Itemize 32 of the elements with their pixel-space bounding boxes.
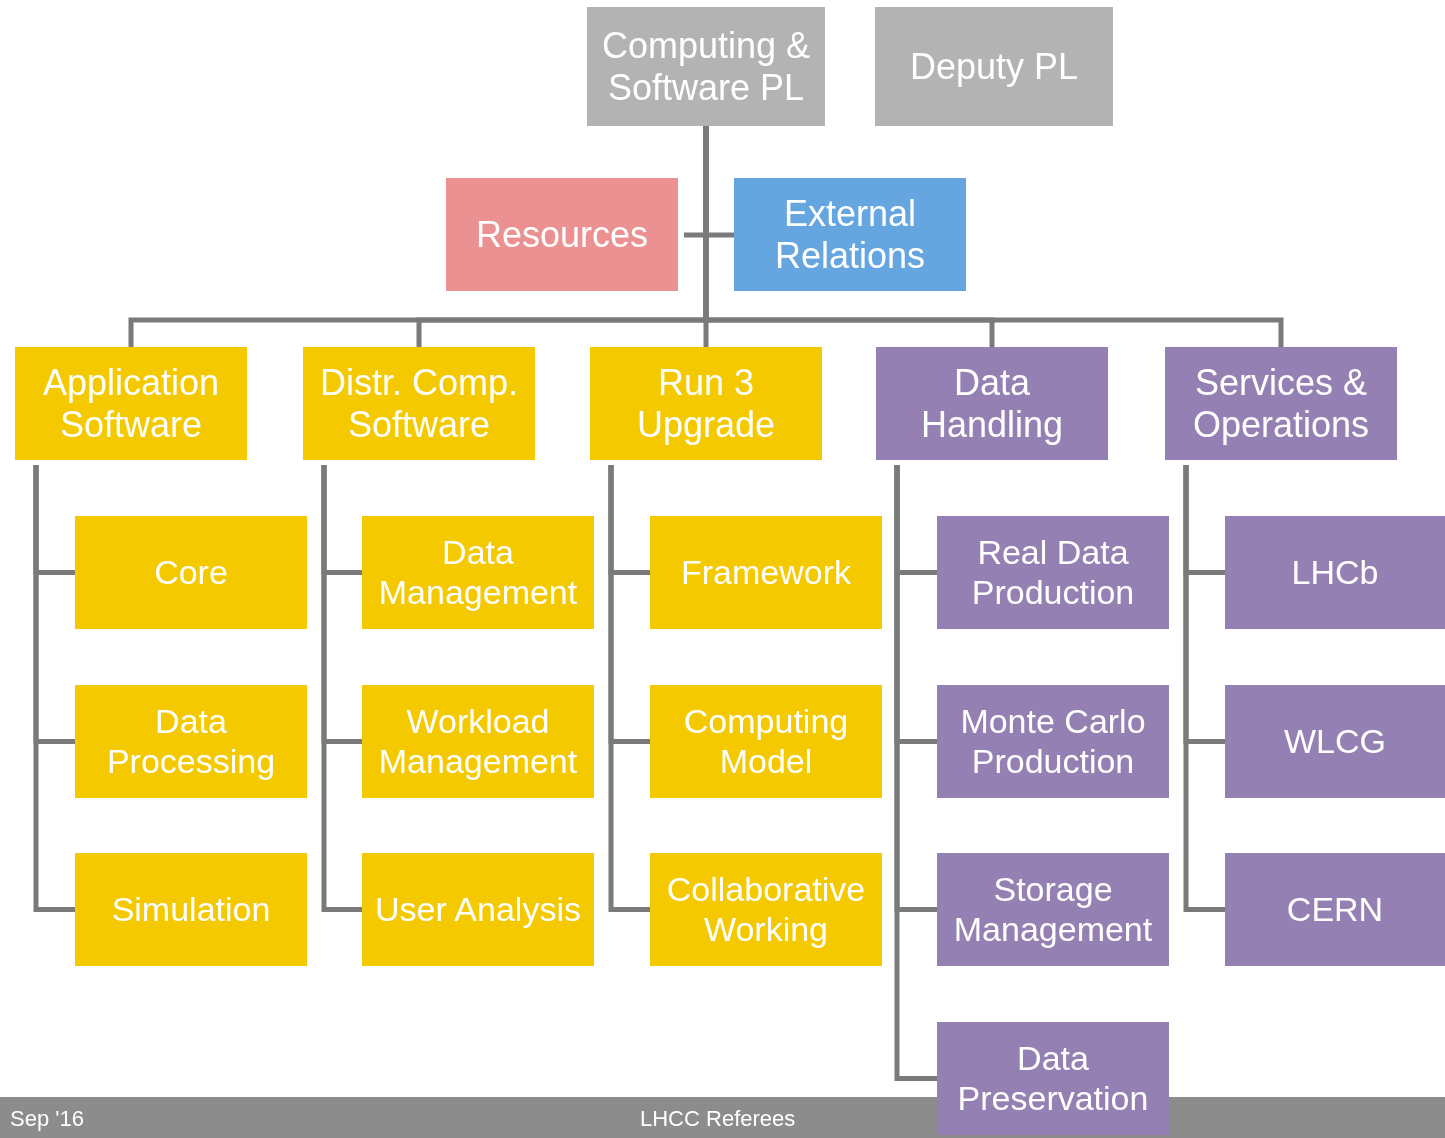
org-unit-box: Application Software	[15, 347, 247, 460]
org-unit-box: User Analysis	[362, 853, 594, 966]
connector-line	[1183, 465, 1225, 912]
org-unit-box: Collaborative Working	[650, 853, 882, 966]
org-unit-box: Resources	[446, 178, 678, 291]
org-unit-box: Computing Model	[650, 685, 882, 798]
footer-text: Sep '16	[10, 1106, 84, 1132]
org-unit-box: Simulation	[75, 853, 307, 966]
org-unit-box: Data Preservation	[937, 1022, 1169, 1135]
org-unit-box: Distr. Comp. Software	[303, 347, 535, 460]
org-unit-box: Data Processing	[75, 685, 307, 798]
org-unit-box: Workload Management	[362, 685, 594, 798]
connector-line	[321, 465, 362, 912]
org-unit-box: Real Data Production	[937, 516, 1169, 629]
connector-line	[608, 465, 650, 912]
org-unit-box: Data Management	[362, 516, 594, 629]
org-unit-box: Data Handling	[876, 347, 1108, 460]
org-unit-box: Run 3 Upgrade	[590, 347, 822, 460]
org-unit-box: Computing & Software PL	[587, 7, 825, 126]
connector-line	[33, 465, 75, 912]
org-unit-box: Monte Carlo Production	[937, 685, 1169, 798]
org-unit-box: WLCG	[1225, 685, 1445, 798]
org-unit-box: LHCb	[1225, 516, 1445, 629]
footer-text: LHCC Referees	[640, 1106, 796, 1132]
org-unit-box: External Relations	[734, 178, 966, 291]
org-unit-box: Core	[75, 516, 307, 629]
org-unit-box: Services & Operations	[1165, 347, 1397, 460]
org-unit-box: CERN	[1225, 853, 1445, 966]
org-unit-box: Framework	[650, 516, 882, 629]
org-unit-box: Storage Management	[937, 853, 1169, 966]
org-unit-box: Deputy PL	[875, 7, 1113, 126]
connector-line	[894, 465, 937, 1081]
